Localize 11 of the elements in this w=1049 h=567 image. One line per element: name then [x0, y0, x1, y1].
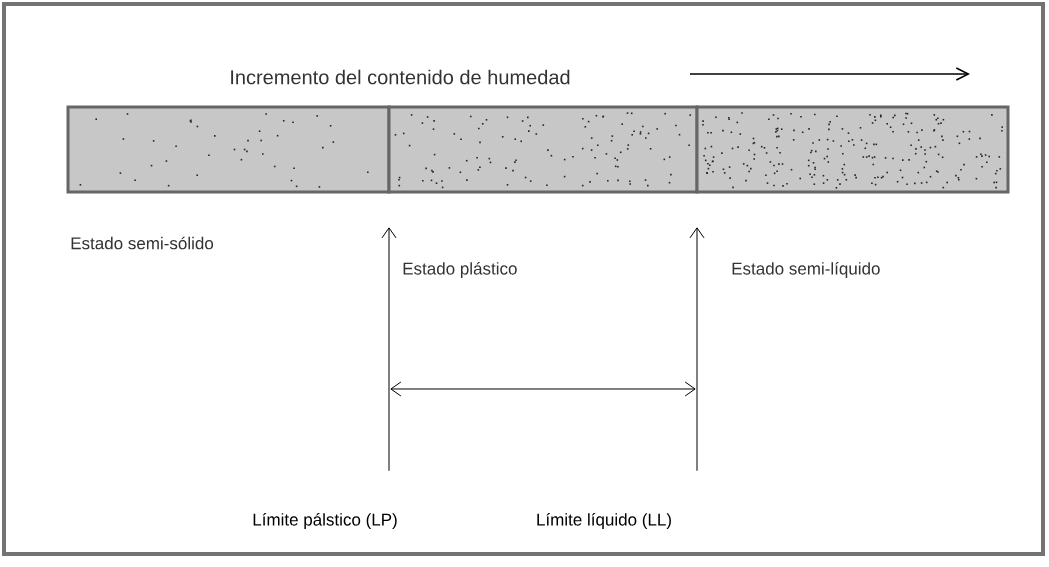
arrow	[381, 227, 397, 472]
state-label: Estado semi-sólido	[71, 236, 214, 250]
bar-segment	[387, 105, 699, 194]
bar-segment	[66, 105, 391, 194]
state-label: Estado semi-líquido	[732, 261, 880, 278]
limit-label: Límite líquido (LL)	[537, 512, 671, 529]
state-label: Estado plástico	[403, 261, 517, 278]
limit-label: Límite pálstico (LP)	[253, 512, 397, 529]
bar-segment	[695, 105, 1010, 194]
arrow	[689, 227, 705, 472]
heading: Incremento del contenido de humedad	[231, 69, 570, 85]
